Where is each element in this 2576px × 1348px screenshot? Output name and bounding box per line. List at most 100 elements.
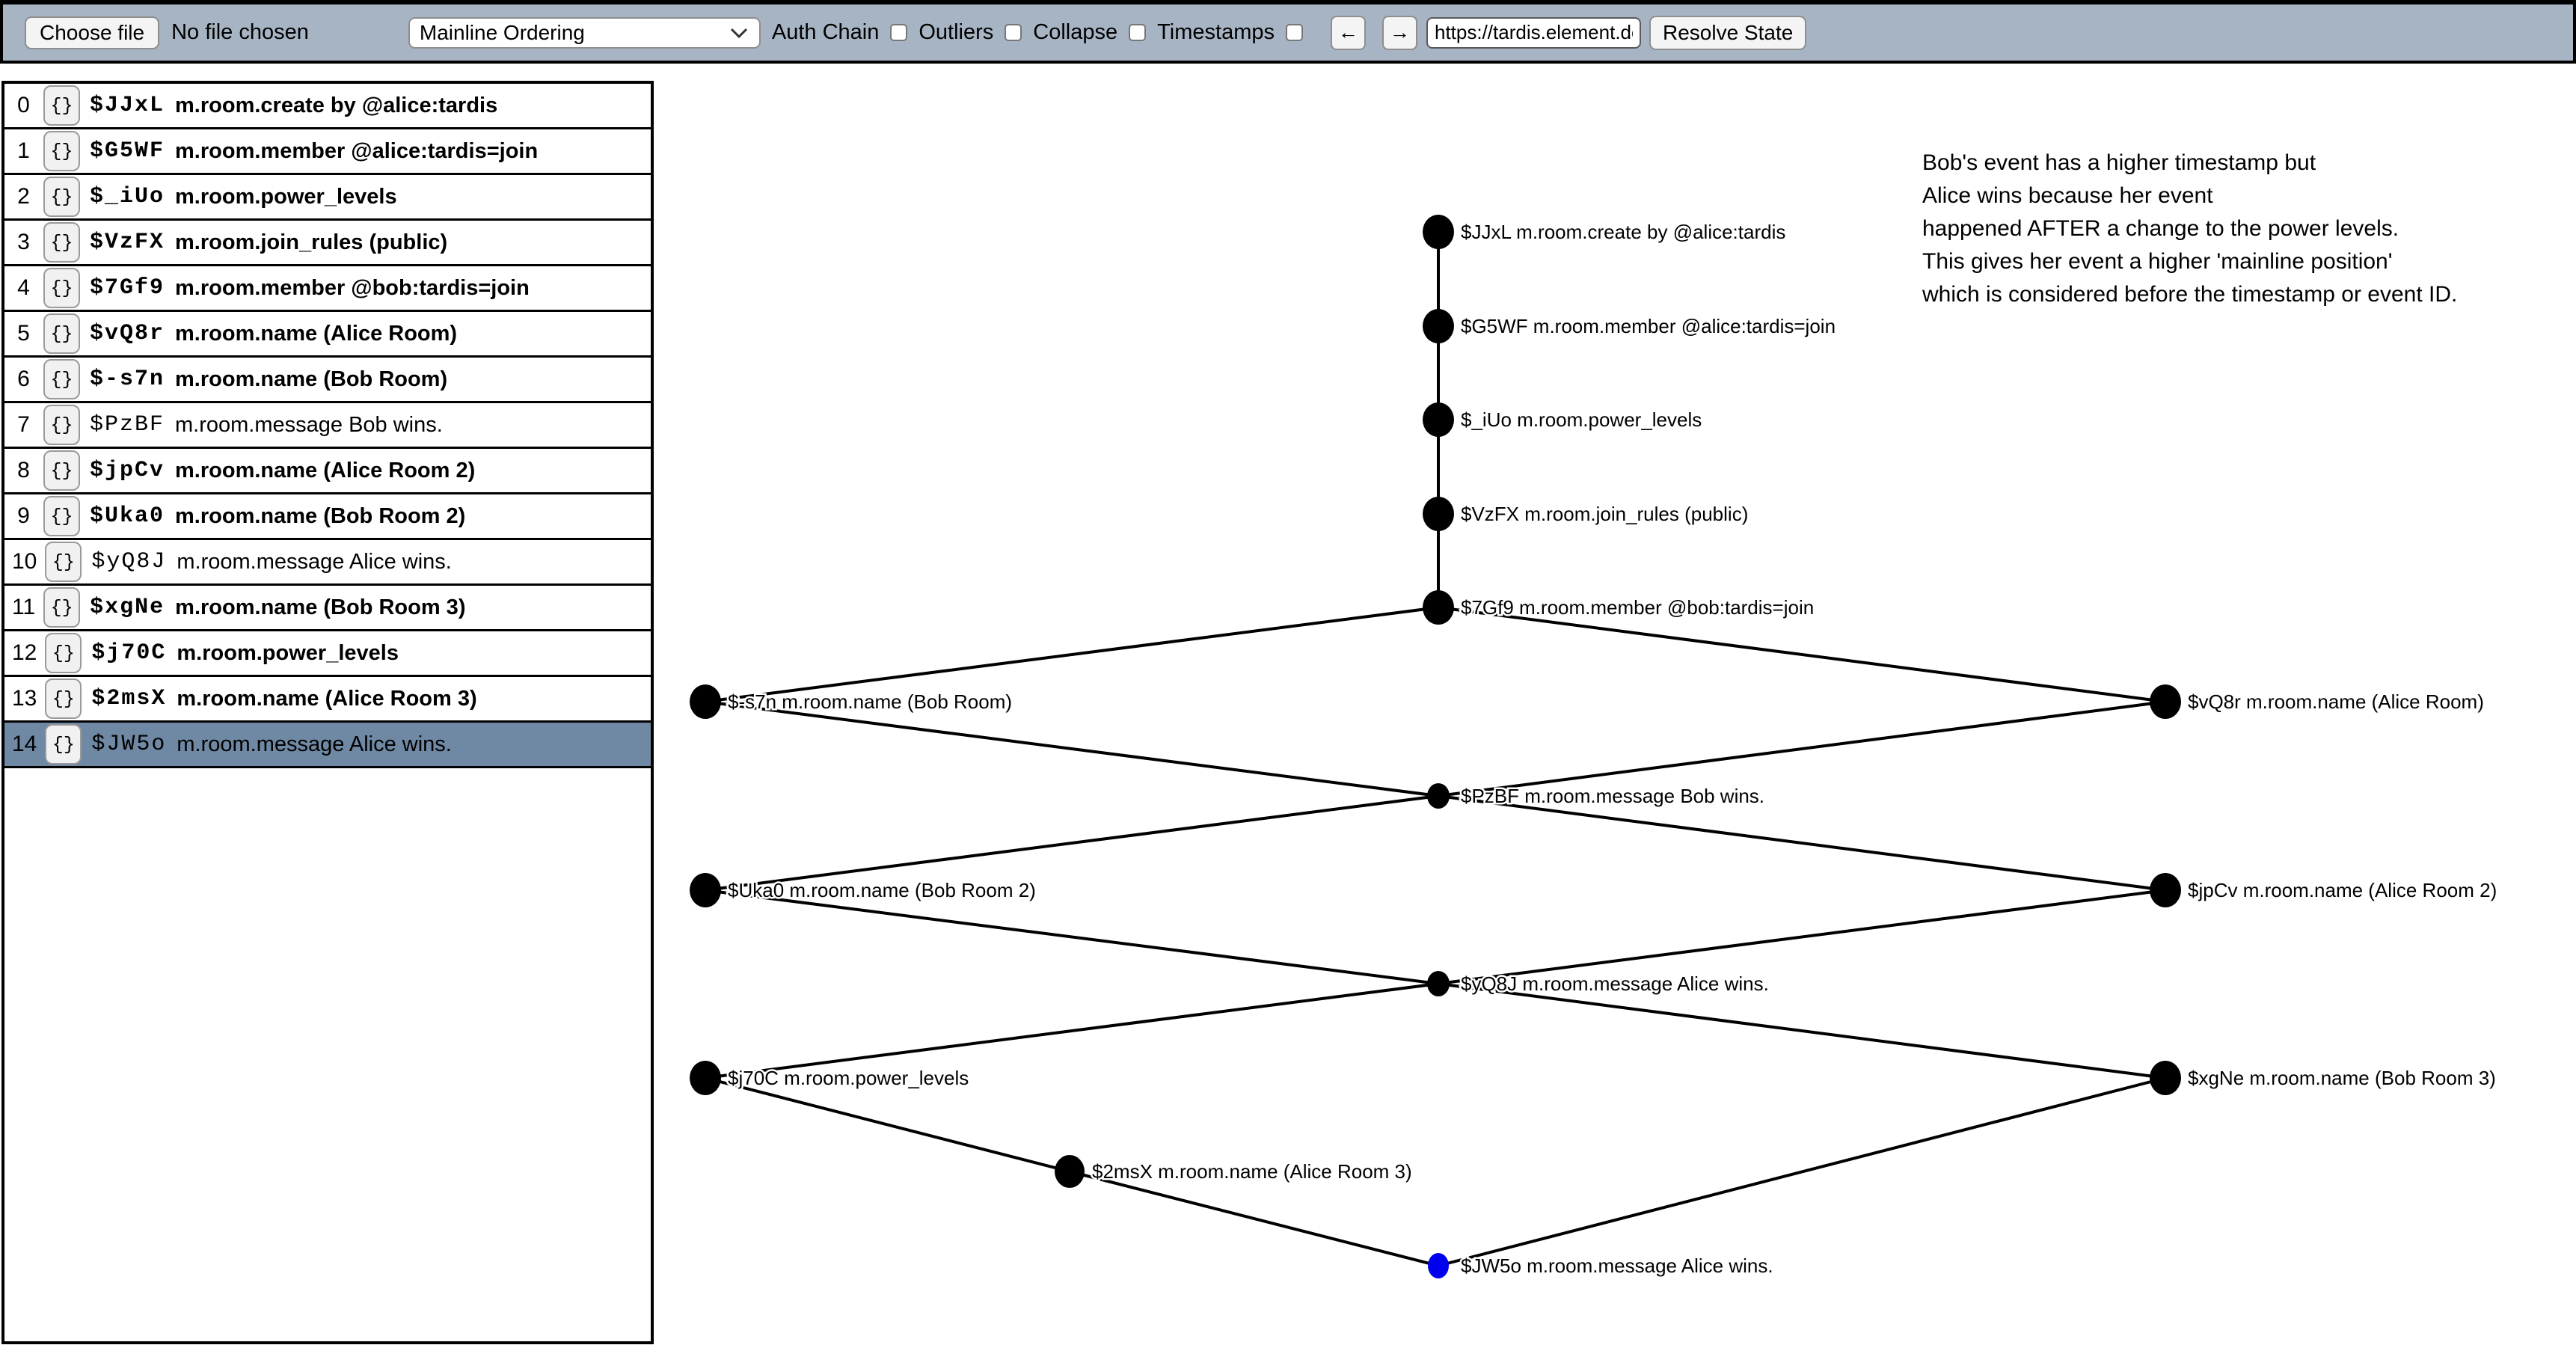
- dag-node-label: $yQ8J m.room.message Alice wins.: [1461, 972, 1769, 995]
- event-json-button[interactable]: {}: [43, 222, 80, 263]
- dag-node-$JJxL[interactable]: [1423, 215, 1454, 249]
- collapse-label: Collapse: [1033, 20, 1118, 44]
- event-description: m.room.member @bob:tardis=join: [175, 275, 530, 300]
- event-json-button[interactable]: {}: [43, 450, 80, 491]
- ordering-select-value: Mainline Ordering: [419, 20, 585, 44]
- dag-node-$Uka0[interactable]: [690, 873, 721, 907]
- event-id: $jpCv: [90, 458, 165, 483]
- dag-edge: [1438, 794, 2166, 892]
- event-json-button[interactable]: {}: [43, 405, 80, 445]
- dag-edge: [1438, 889, 2166, 985]
- dag-node-label: $-s7n m.room.name (Bob Room): [728, 690, 1012, 713]
- dag-edge: [705, 794, 1439, 892]
- event-description: m.room.power_levels: [175, 184, 397, 209]
- annotation-text: Bob's event has a higher timestamp but A…: [1922, 150, 2458, 307]
- event-index: 6: [17, 367, 30, 391]
- event-id: $xgNe: [90, 595, 165, 620]
- resolve-state-button[interactable]: Resolve State: [1649, 15, 1807, 50]
- dag-node-$7Gf9[interactable]: [1423, 590, 1454, 625]
- event-index: 0: [17, 93, 30, 117]
- timestamps-checkbox[interactable]: [1285, 24, 1303, 41]
- dag-edge: [1438, 1076, 2166, 1267]
- outliers-checkbox[interactable]: [1005, 24, 1022, 41]
- forward-button[interactable]: →: [1381, 15, 1417, 50]
- dag-node-label: $Uka0 m.room.name (Bob Room 2): [728, 879, 1036, 901]
- dag-node-$vQ8r[interactable]: [2150, 684, 2181, 719]
- dag-node-$-s7n[interactable]: [690, 684, 721, 719]
- ordering-select[interactable]: Mainline Ordering: [408, 16, 761, 49]
- event-id: $JW5o: [91, 732, 167, 757]
- dag-edge: [705, 700, 1439, 797]
- dag-node-$jpCv[interactable]: [2150, 873, 2181, 907]
- file-status-label: No file chosen: [171, 20, 309, 44]
- dag-edge: [705, 889, 1439, 985]
- dag-node-$JW5o[interactable]: [1428, 1253, 1449, 1278]
- back-button[interactable]: ←: [1330, 15, 1366, 50]
- dag-edge: [1438, 982, 2166, 1079]
- dag-node-$G5WF[interactable]: [1423, 309, 1454, 343]
- event-index: 1: [17, 138, 30, 163]
- event-json-button[interactable]: {}: [43, 177, 80, 217]
- dag-edge: [1069, 1170, 1439, 1267]
- url-input[interactable]: [1426, 16, 1641, 49]
- event-description: m.room.name (Alice Room 3): [177, 686, 477, 711]
- event-id: $-s7n: [90, 367, 165, 392]
- auth-chain-checkbox[interactable]: [890, 24, 908, 41]
- event-json-button[interactable]: {}: [43, 359, 80, 399]
- event-description: m.room.join_rules (public): [175, 230, 448, 254]
- dag-node-$2msX[interactable]: [1055, 1155, 1085, 1188]
- dag-node-$yQ8J[interactable]: [1427, 971, 1450, 996]
- dag-edge: [705, 1076, 1070, 1173]
- dag-node-label: $_iUo m.room.power_levels: [1461, 408, 1702, 431]
- dag-node-$xgNe[interactable]: [2150, 1061, 2181, 1095]
- event-json-button[interactable]: {}: [45, 724, 82, 765]
- event-json-button[interactable]: {}: [45, 542, 82, 582]
- dag-node-$PzBF[interactable]: [1427, 783, 1450, 809]
- choose-file-button[interactable]: Choose file: [25, 16, 160, 49]
- checkbox-group-auth-chain: Auth Chain: [772, 20, 908, 45]
- event-json-button[interactable]: {}: [43, 131, 80, 171]
- event-index: 5: [17, 321, 30, 346]
- event-id: $j70C: [91, 640, 167, 666]
- event-id: $7Gf9: [90, 275, 165, 301]
- dag-node-label: $2msX m.room.name (Alice Room 3): [1092, 1160, 1412, 1183]
- event-json-button[interactable]: {}: [43, 268, 80, 308]
- event-index: 11: [12, 595, 36, 619]
- event-json-button[interactable]: {}: [43, 587, 81, 628]
- checkbox-group-timestamps: Timestamps: [1157, 20, 1303, 45]
- event-json-button[interactable]: {}: [45, 678, 82, 719]
- event-json-button[interactable]: {}: [43, 496, 80, 536]
- auth-chain-label: Auth Chain: [771, 20, 880, 44]
- event-json-button[interactable]: {}: [43, 313, 80, 354]
- toolbar: Choose file No file chosen Mainline Orde…: [0, 0, 2576, 64]
- event-id: $_iUo: [90, 184, 165, 209]
- dag-node-label: $PzBF m.room.message Bob wins.: [1461, 785, 1764, 807]
- collapse-checkbox[interactable]: [1129, 24, 1147, 41]
- dag-node-$j70C[interactable]: [690, 1061, 721, 1095]
- dag-node-$VzFX[interactable]: [1423, 497, 1454, 531]
- event-description: m.room.message Alice wins.: [177, 549, 452, 574]
- event-json-button[interactable]: {}: [45, 633, 82, 673]
- event-index: 13: [12, 686, 37, 711]
- event-id: $PzBF: [90, 412, 165, 438]
- dag-node-$_iUo[interactable]: [1423, 402, 1454, 437]
- event-description: m.room.member @alice:tardis=join: [175, 138, 539, 163]
- event-json-button[interactable]: {}: [43, 85, 80, 126]
- event-index: 3: [17, 230, 30, 254]
